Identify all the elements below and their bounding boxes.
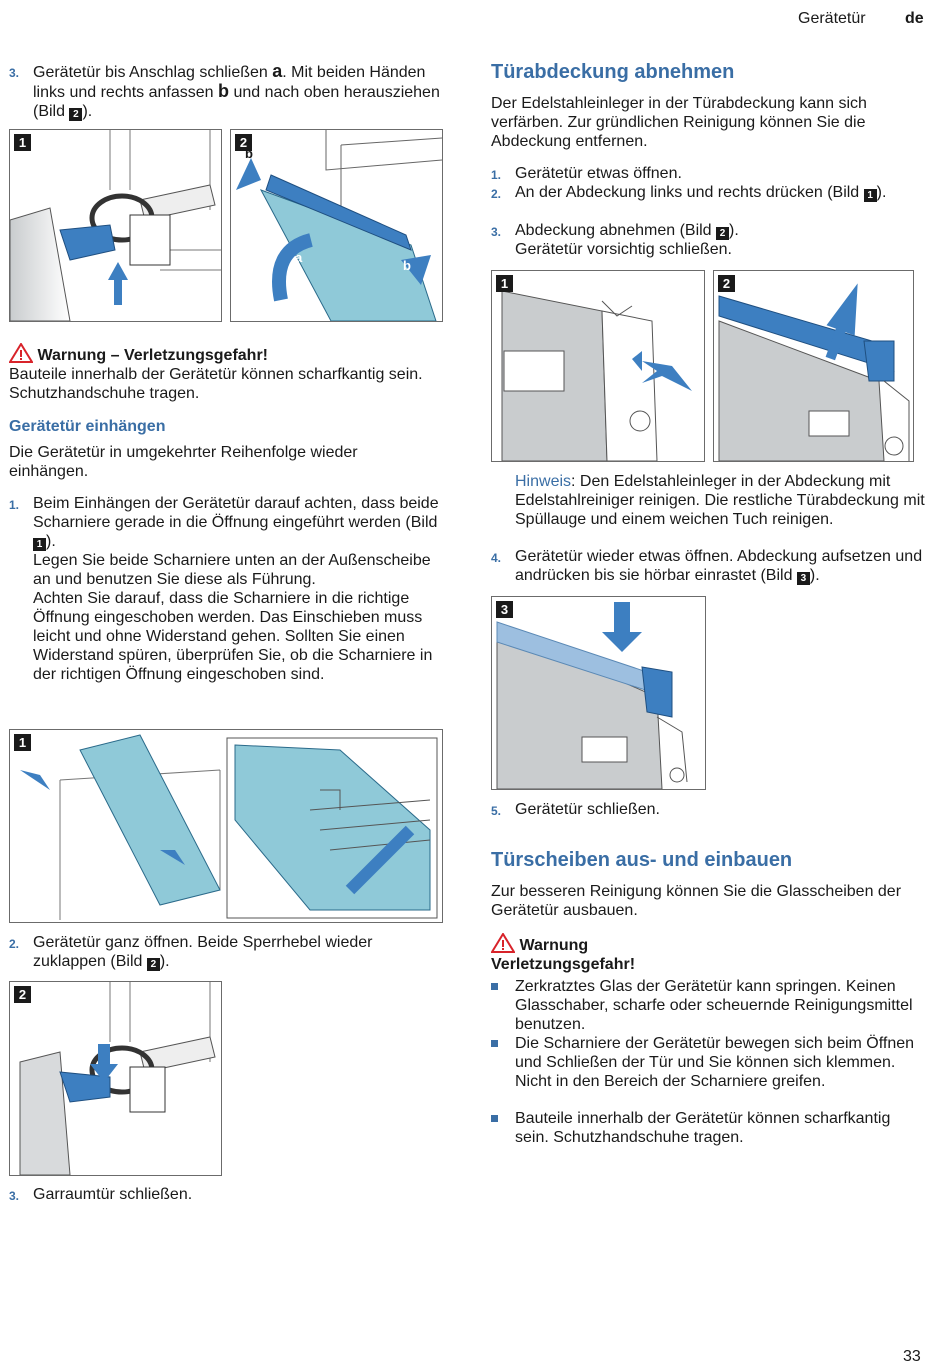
step-3-take-off: 3. Abdeckung abnehmen (Bild 2). Gerätetü… xyxy=(491,221,931,259)
figure-badge: 2 xyxy=(235,134,252,151)
step-text: Gerätetür bis Anschlag schließen a. Mit … xyxy=(33,61,440,121)
step-text: Gerätetür ganz öffnen. Beide Sperrhebel … xyxy=(33,934,373,971)
step-number: 5. xyxy=(491,804,502,818)
step-4-attach: 4. Gerätetür wieder etwas öffnen. Abdeck… xyxy=(491,547,931,585)
figure-ref-badge: 1 xyxy=(863,189,877,202)
figure-badge: 1 xyxy=(14,734,31,751)
bullet-square-icon xyxy=(491,1040,498,1047)
step-text-p2: Gerätetür vorsichtig schließen. xyxy=(515,241,732,258)
step-number: 2. xyxy=(491,187,502,201)
hinge-illustration xyxy=(10,130,221,321)
hint-label: Hinweis xyxy=(515,473,572,490)
figure-ref-badge: 1 xyxy=(33,538,46,551)
bullet-square-icon xyxy=(491,1115,498,1122)
door-lift-illustration: b a b xyxy=(236,130,442,321)
figure-ref-badge: 2 xyxy=(146,958,160,971)
step-text: Gerätetür etwas öffnen. xyxy=(515,165,682,182)
figure-door-lift: b a b 2 xyxy=(230,129,443,322)
section-scheiben-title: Türscheiben aus- und einbauen xyxy=(491,849,793,871)
label-b-right: b xyxy=(403,258,411,273)
step-number: 2. xyxy=(9,937,20,951)
figure-cover-attach: 3 xyxy=(491,596,706,790)
hinge-insert-illustration xyxy=(20,734,438,920)
hint-text: : Den Edelstahleinleger in der Abdeckung… xyxy=(515,473,925,528)
step-text: An der Abdeckung links und rechts drücke… xyxy=(515,184,887,202)
step-1-hang: 1. Beim Einhängen der Gerätetür darauf a… xyxy=(9,494,449,684)
step-3-remove: 3. Gerätetür bis Anschlag schließen a. M… xyxy=(9,62,449,121)
cover-lift-illustration xyxy=(714,271,913,461)
figure-cover-lift: 2 xyxy=(713,270,914,462)
step-text: Abdeckung abnehmen (Bild 2). xyxy=(515,222,739,240)
step-2-hang: 2. Gerätetür ganz öffnen. Beide Sperrheb… xyxy=(9,933,449,971)
figure-badge: 1 xyxy=(496,275,513,292)
figure-ref-badge: 2 xyxy=(716,227,730,240)
step-number: 1. xyxy=(9,498,20,512)
scheiben-warning: Warnung Verletzungsgefahr! xyxy=(490,932,931,974)
cover-attach-illustration xyxy=(492,597,705,789)
cover-press-illustration xyxy=(492,271,704,461)
bullet-square-icon xyxy=(491,983,498,990)
step-number: 1. xyxy=(491,168,502,182)
warning-bullet: Zerkratztes Glas der Gerätetür kann spri… xyxy=(491,977,921,1034)
section-einhaengen-intro: Die Gerätetür in umgekehrter Reihenfolge… xyxy=(9,444,358,480)
section-einhaengen-title: Gerätetür einhängen xyxy=(9,418,166,435)
figure-badge: 2 xyxy=(718,275,735,292)
step-1-open: 1. Gerätetür etwas öffnen. xyxy=(491,164,931,183)
warning-block: Warnung – Verletzungsgefahr! Bauteile in… xyxy=(8,342,449,403)
section-abdeckung-intro: Der Edelstahleinleger in der Türabdeckun… xyxy=(491,95,867,150)
figure-badge: 2 xyxy=(14,986,31,1003)
label-a: a xyxy=(295,250,303,265)
step-5-close: 5. Gerätetür schließen. xyxy=(491,800,931,819)
figure-badge: 1 xyxy=(14,134,31,151)
label-b-top: b xyxy=(245,146,253,161)
warning-text: Bauteile innerhalb der Gerätetür können … xyxy=(9,366,423,402)
section-abdeckung-title: Türabdeckung abnehmen xyxy=(491,61,735,83)
step-number: 3. xyxy=(9,1189,20,1203)
warning-triangle-icon xyxy=(490,932,516,953)
figure-ref-badge: 2 xyxy=(69,108,83,121)
step-text: Gerätetür wieder etwas öffnen. Abdeckung… xyxy=(515,548,923,585)
warning-bullet: Bauteile innerhalb der Gerätetür können … xyxy=(491,1109,921,1147)
page-number: 33 xyxy=(903,1348,921,1365)
hint-block: Hinweis: Den Edelstahleinleger in der Ab… xyxy=(515,472,925,529)
step-number: 4. xyxy=(491,551,502,565)
step-text: Garraumtür schließen. xyxy=(33,1186,193,1203)
figure-ref-badge: 3 xyxy=(796,572,810,585)
figure-cover-press: 1 xyxy=(491,270,705,462)
step-3-close: 3. Garraumtür schließen. xyxy=(9,1185,449,1204)
lock-lever-illustration xyxy=(19,982,216,1175)
section-scheiben-intro: Zur besseren Reinigung können Sie die Gl… xyxy=(491,883,902,919)
figure-hinge-insert: 1 xyxy=(9,729,443,923)
warning-triangle-icon xyxy=(8,342,34,363)
step-2-press: 2. An der Abdeckung links und rechts drü… xyxy=(491,183,931,202)
step-number: 3. xyxy=(491,225,502,239)
figure-lock-lever: 2 xyxy=(9,981,222,1176)
step-number: 3. xyxy=(9,66,20,80)
scheiben-warning-title: Warnung xyxy=(490,932,931,955)
scheiben-warning-sub: Verletzungsgefahr! xyxy=(491,956,636,973)
step-text: Gerätetür schließen. xyxy=(515,801,660,818)
warning-title-row: Warnung – Verletzungsgefahr! xyxy=(8,342,449,365)
header-lang: de xyxy=(905,10,924,27)
figure-hinge-remove: 1 xyxy=(9,129,222,322)
step-text-p2: Legen Sie beide Scharniere unten an der … xyxy=(33,552,431,588)
step-text: Beim Einhängen der Gerätetür darauf acht… xyxy=(33,495,439,551)
header-section: Gerätetür xyxy=(798,10,866,27)
warning-bullet: Die Scharniere der Gerätetür bewegen sic… xyxy=(491,1034,921,1091)
step-text-p3: Achten Sie darauf, dass die Scharniere i… xyxy=(33,590,433,683)
figure-badge: 3 xyxy=(496,601,513,618)
